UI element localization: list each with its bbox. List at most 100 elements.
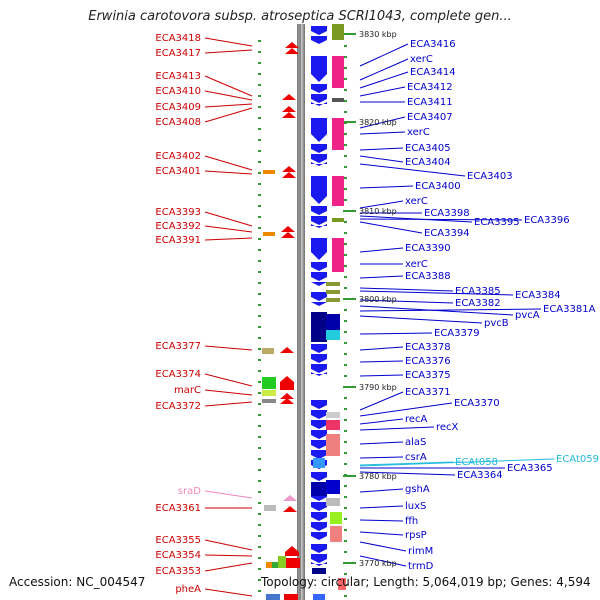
gene-arrow[interactable] xyxy=(282,172,296,178)
feature-block[interactable] xyxy=(266,562,272,568)
feature-block[interactable] xyxy=(284,594,298,600)
feature-block[interactable] xyxy=(326,282,340,286)
gene-block[interactable] xyxy=(311,364,327,373)
feature-block[interactable] xyxy=(326,412,340,418)
feature-block[interactable] xyxy=(266,594,280,600)
gene-arrow[interactable] xyxy=(283,506,297,512)
gene-label-right: ECA3381A xyxy=(543,304,596,315)
gene-arrow[interactable] xyxy=(285,42,299,48)
gene-block[interactable] xyxy=(311,302,327,306)
gene-block[interactable] xyxy=(311,522,327,531)
feature-block[interactable] xyxy=(338,578,346,590)
gene-block[interactable] xyxy=(311,420,327,429)
feature-block[interactable] xyxy=(330,512,342,524)
feature-block[interactable] xyxy=(332,238,344,272)
feature-block[interactable] xyxy=(332,118,344,150)
gene-arrow[interactable] xyxy=(283,495,297,501)
gene-block[interactable] xyxy=(311,282,327,286)
feature-block[interactable] xyxy=(263,232,275,236)
gene-block[interactable] xyxy=(311,262,327,271)
feature-block[interactable] xyxy=(262,399,276,403)
feature-block[interactable] xyxy=(326,420,340,430)
feature-block[interactable] xyxy=(262,377,276,389)
feature-block[interactable] xyxy=(262,348,274,354)
gene-block[interactable] xyxy=(311,512,327,521)
feature-block[interactable] xyxy=(285,552,299,556)
gene-block[interactable] xyxy=(311,410,327,419)
gene-block[interactable] xyxy=(311,400,327,409)
feature-block[interactable] xyxy=(326,480,340,494)
gene-block[interactable] xyxy=(313,594,325,600)
gene-block[interactable] xyxy=(311,272,327,281)
feature-block[interactable] xyxy=(332,98,344,102)
gene-block[interactable] xyxy=(311,440,327,449)
feature-block[interactable] xyxy=(332,218,344,222)
gene-arrow[interactable] xyxy=(280,347,294,353)
gene-block[interactable] xyxy=(311,544,327,553)
feature-block[interactable] xyxy=(326,298,340,302)
gene-block[interactable] xyxy=(311,312,327,342)
gene-block[interactable] xyxy=(311,26,327,35)
gene-block[interactable] xyxy=(311,562,327,566)
gene-label-right: ECA3388 xyxy=(405,271,451,282)
gene-arrow[interactable] xyxy=(282,94,296,100)
gene-arrow[interactable] xyxy=(282,112,296,118)
feature-block[interactable] xyxy=(262,390,276,396)
minor-tick xyxy=(344,496,347,498)
gene-arrow[interactable] xyxy=(282,106,296,112)
feature-block[interactable] xyxy=(330,526,342,542)
gene-block[interactable] xyxy=(311,450,327,459)
gene-arrow[interactable] xyxy=(285,546,299,552)
gene-block[interactable] xyxy=(311,216,327,225)
gene-arrow[interactable] xyxy=(285,48,299,54)
gene-block[interactable] xyxy=(311,36,327,44)
gene-block[interactable] xyxy=(311,118,327,142)
gene-block[interactable] xyxy=(311,354,327,363)
feature-block[interactable] xyxy=(286,558,300,568)
gene-label-left: ECA3408 xyxy=(155,117,201,128)
gene-block[interactable] xyxy=(311,238,327,260)
gene-block[interactable] xyxy=(311,554,327,563)
gene-block[interactable] xyxy=(311,144,327,153)
gene-block[interactable] xyxy=(311,344,327,353)
minor-tick xyxy=(344,595,347,597)
gene-block[interactable] xyxy=(311,430,327,439)
feature-block[interactable] xyxy=(326,314,340,330)
gene-block[interactable] xyxy=(311,482,327,496)
gene-arrow[interactable] xyxy=(280,398,294,404)
gene-block[interactable] xyxy=(311,372,327,376)
feature-block[interactable] xyxy=(332,176,344,206)
gene-block[interactable] xyxy=(312,568,326,574)
gene-arrow[interactable] xyxy=(280,393,294,399)
gene-block[interactable] xyxy=(311,176,327,204)
gene-block[interactable] xyxy=(311,162,327,166)
feature-block[interactable] xyxy=(278,556,286,568)
minor-tick xyxy=(258,337,261,339)
gene-block[interactable] xyxy=(311,472,327,481)
feature-block[interactable] xyxy=(326,290,340,294)
gene-block[interactable] xyxy=(311,292,327,301)
feature-block[interactable] xyxy=(263,170,275,174)
gene-block[interactable] xyxy=(313,458,325,468)
gene-block[interactable] xyxy=(311,224,327,228)
gene-block[interactable] xyxy=(311,154,327,163)
gene-arrow[interactable] xyxy=(282,166,296,172)
feature-block[interactable] xyxy=(326,434,340,456)
gene-block[interactable] xyxy=(311,94,327,103)
gene-arrow[interactable] xyxy=(280,376,294,390)
gene-block[interactable] xyxy=(311,56,327,82)
gene-block[interactable] xyxy=(311,532,327,540)
gene-arrow[interactable] xyxy=(281,226,295,232)
gene-block[interactable] xyxy=(311,102,327,106)
feature-block[interactable] xyxy=(272,562,278,568)
feature-block[interactable] xyxy=(326,330,340,340)
feature-block[interactable] xyxy=(332,56,344,88)
feature-block[interactable] xyxy=(326,498,340,506)
gene-arrow[interactable] xyxy=(281,232,295,238)
feature-block[interactable] xyxy=(332,24,344,40)
feature-block[interactable] xyxy=(264,505,276,511)
gene-block[interactable] xyxy=(311,502,327,511)
gene-block[interactable] xyxy=(311,84,327,93)
gene-block[interactable] xyxy=(311,206,327,215)
